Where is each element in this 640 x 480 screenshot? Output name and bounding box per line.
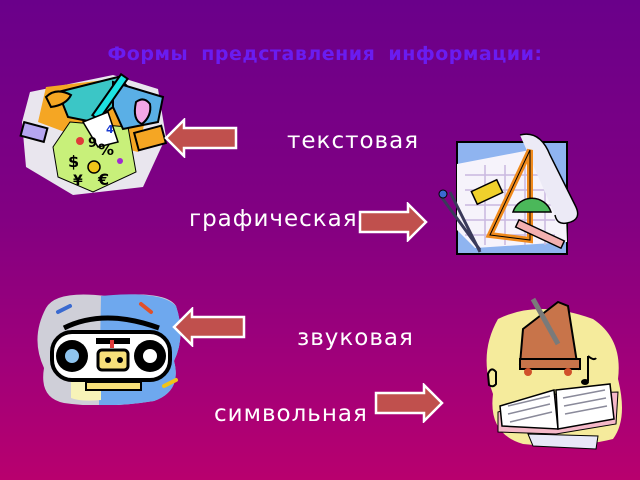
svg-text:€: € — [97, 170, 109, 189]
item-label-graphic: графическая — [189, 206, 358, 232]
arrow-right-icon — [374, 383, 444, 423]
arrow-right-icon — [358, 202, 428, 242]
svg-text:%: % — [98, 140, 114, 159]
item-label-symbol: символьная — [214, 401, 368, 427]
arrow-left-icon — [172, 307, 248, 347]
svg-text:9: 9 — [88, 136, 97, 151]
item-label-sound: звуковая — [297, 325, 414, 351]
slide-title: Формы представления информации: — [107, 43, 543, 65]
svg-text:¥: ¥ — [73, 173, 83, 189]
boombox-clipart-icon — [36, 290, 186, 405]
drafting-tools-clipart-icon — [435, 130, 580, 262]
svg-text:$: $ — [68, 152, 79, 171]
svg-text:4: 4 — [106, 123, 114, 136]
arrow-left-icon — [164, 118, 240, 158]
item-label-text: текстовая — [287, 128, 420, 154]
metronome-sheet-music-clipart-icon — [478, 294, 628, 454]
book-with-numbers-clipart-icon: $ % ¥ € 9 4 — [18, 67, 168, 197]
